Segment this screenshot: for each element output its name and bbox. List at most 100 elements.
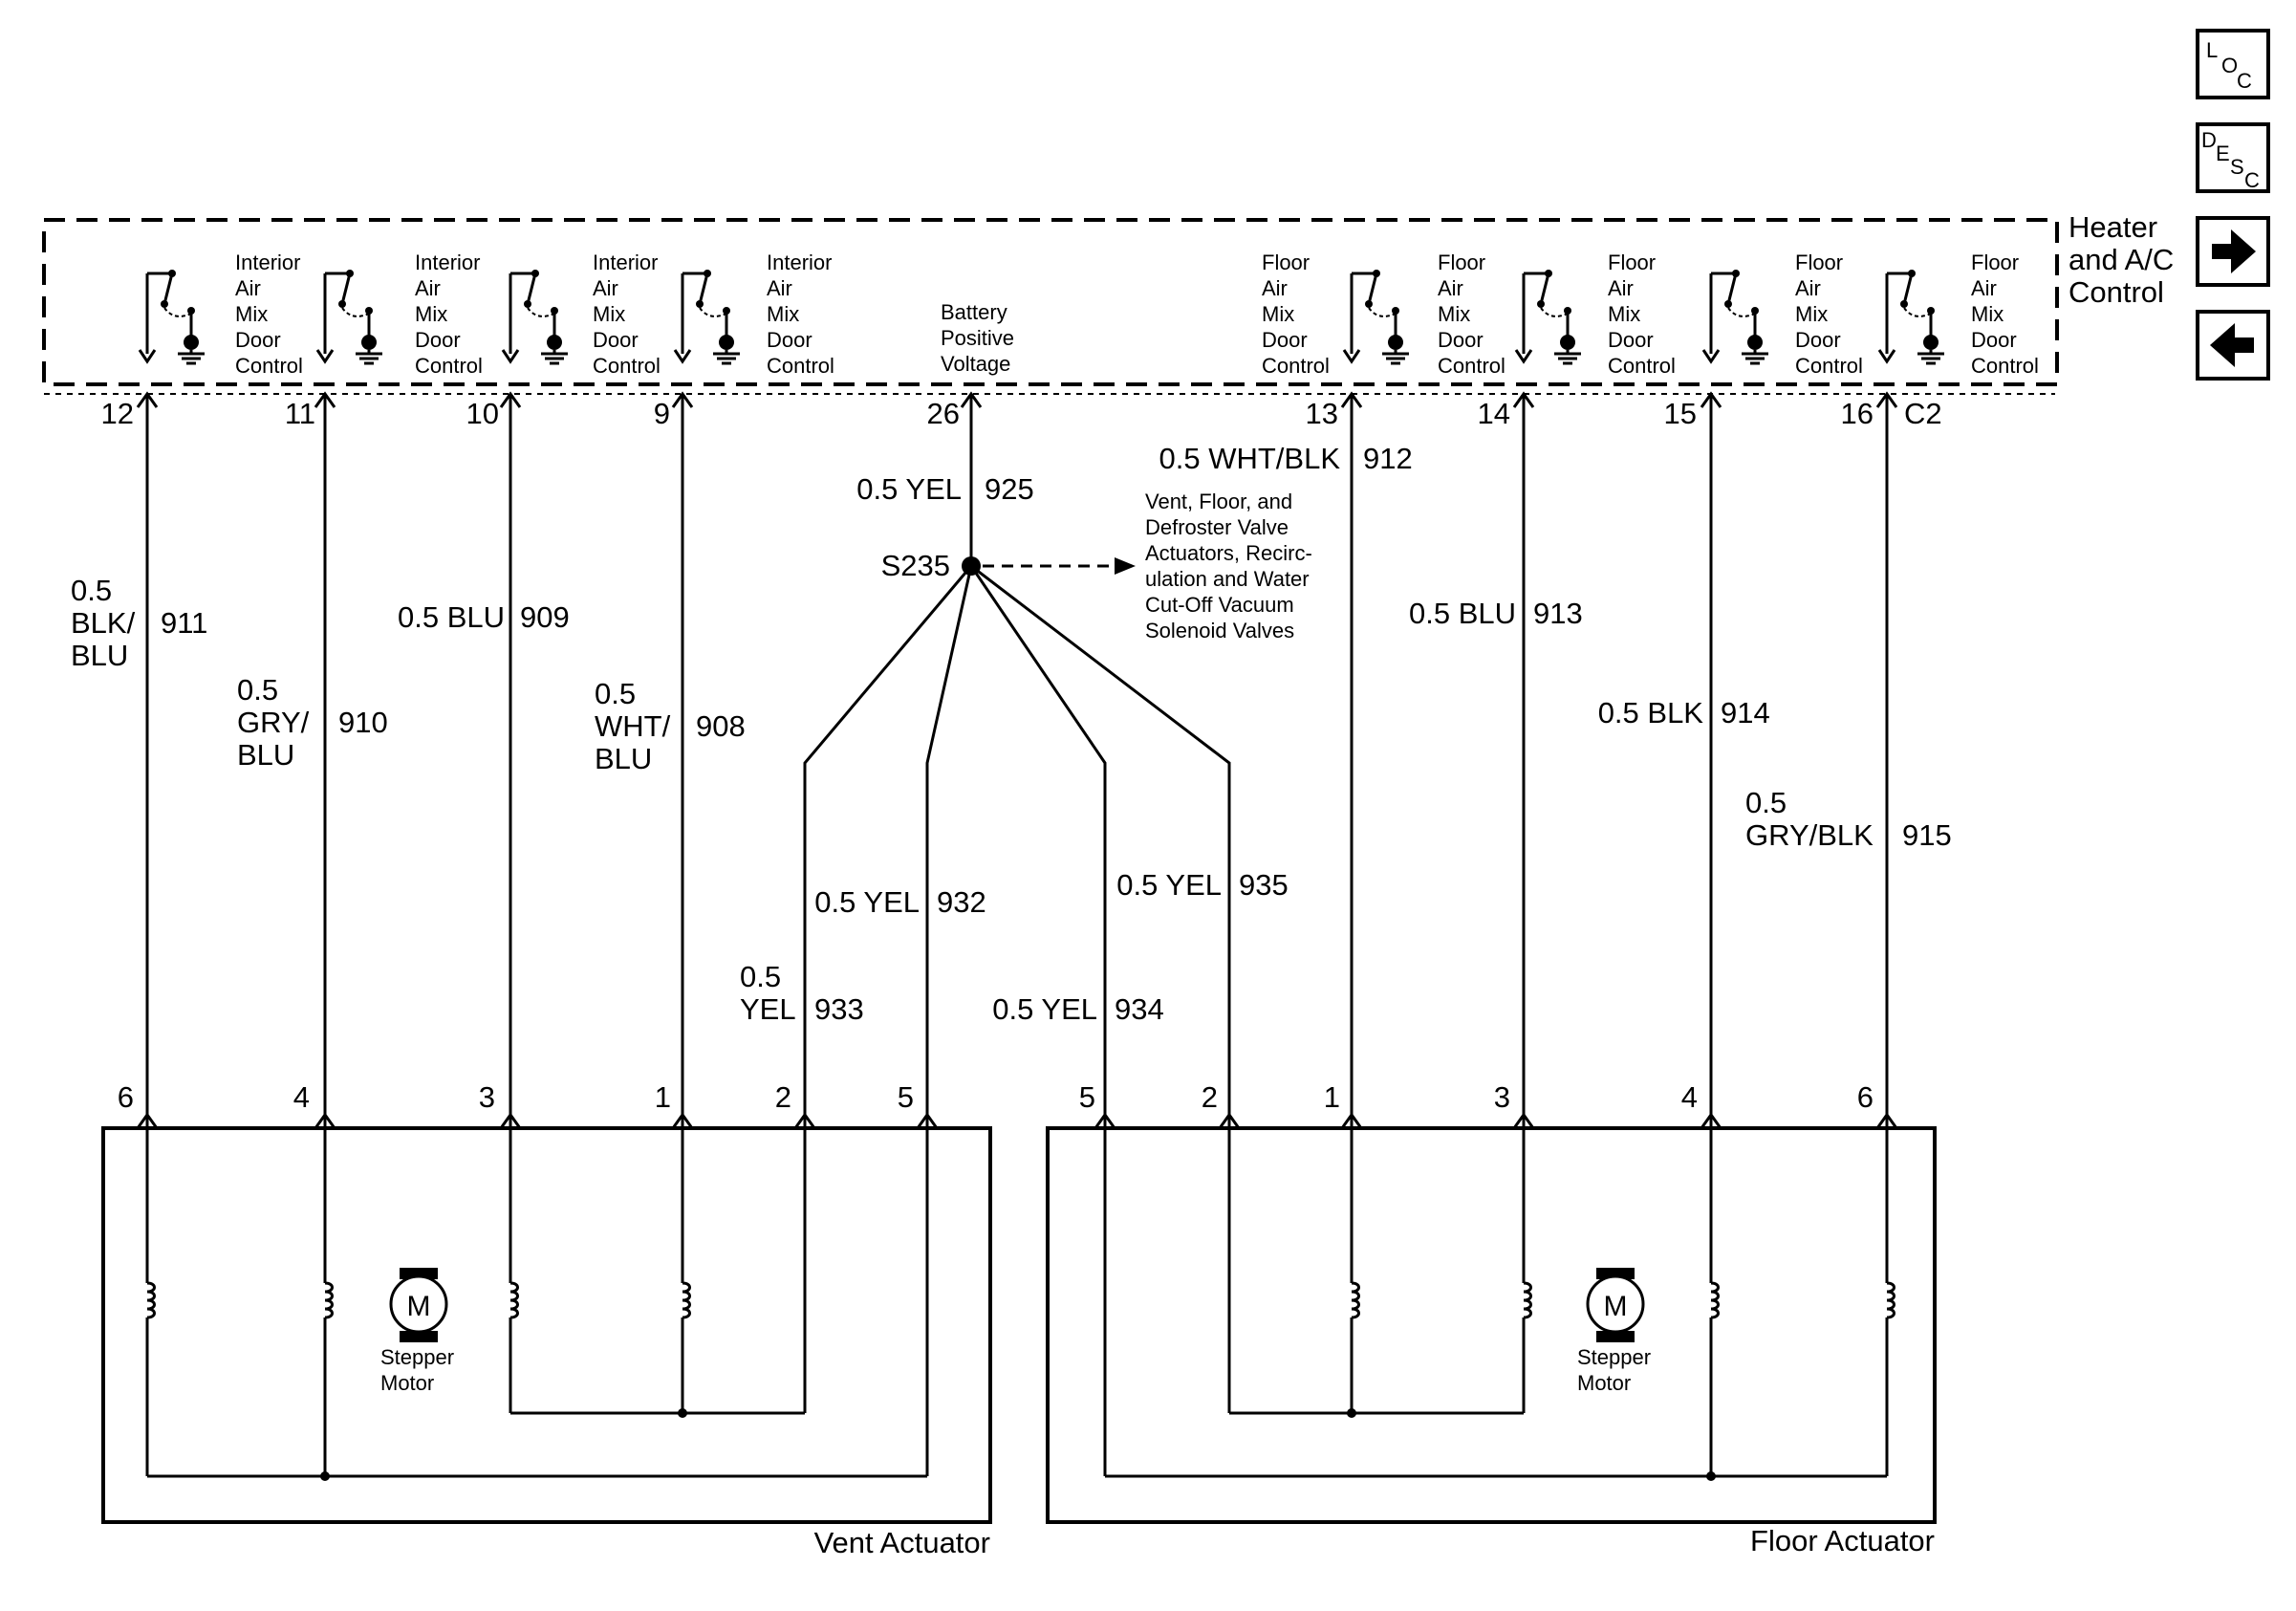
floor-label-2: Floor Air Mix Door Control — [1438, 250, 1505, 378]
svg-text:L: L — [2206, 38, 2218, 62]
prev-page-button[interactable] — [2196, 310, 2270, 381]
svg-text:Mix: Mix — [1971, 302, 2004, 326]
interior-switch-2 — [315, 268, 384, 365]
vent-actuator-box — [101, 1126, 992, 1524]
svg-text:0.5: 0.5 — [1745, 786, 1787, 819]
interior-label-4: Interior Air Mix Door Control — [767, 250, 834, 378]
floor-label-3: Floor Air Mix Door Control — [1608, 250, 1676, 378]
floor-switch-1 — [1342, 268, 1411, 365]
svg-text:Interior: Interior — [235, 250, 300, 274]
svg-text:BLK/: BLK/ — [71, 606, 136, 640]
svg-text:ulation and Water: ulation and Water — [1145, 567, 1310, 591]
svg-text:Air: Air — [415, 276, 441, 300]
module-name-line-3: Control — [2069, 275, 2164, 309]
svg-text:Cut-Off Vacuum: Cut-Off Vacuum — [1145, 593, 1294, 617]
svg-text:Solenoid Valves: Solenoid Valves — [1145, 619, 1294, 642]
floor-pin-1: 1 — [1324, 1080, 1340, 1114]
svg-text:925: 925 — [985, 472, 1034, 506]
floor-pin-5: 5 — [1079, 1080, 1095, 1114]
svg-text:Defroster Valve: Defroster Valve — [1145, 515, 1289, 539]
floor-label-4: Floor Air Mix Door Control — [1795, 250, 1863, 378]
floor-pin-2: 2 — [1202, 1080, 1218, 1114]
floor-stepper-motor-icon: M — [1586, 1268, 1645, 1342]
svg-text:Air: Air — [235, 276, 261, 300]
svg-text:Control: Control — [1795, 354, 1863, 378]
svg-text:910: 910 — [338, 706, 388, 739]
top-pin-15: 15 — [1664, 397, 1697, 430]
floor-pin-3: 3 — [1494, 1080, 1510, 1114]
interior-label-3: Interior Air Mix Door Control — [593, 250, 661, 378]
svg-text:Air: Air — [1795, 276, 1821, 300]
svg-text:Air: Air — [1608, 276, 1634, 300]
left-arrow-icon — [2210, 323, 2254, 367]
interior-switch-1 — [138, 268, 206, 365]
svg-text:0.5 YEL: 0.5 YEL — [1116, 868, 1222, 902]
vertical-wires — [145, 394, 1889, 1128]
vent-pin-4: 4 — [293, 1080, 310, 1114]
svg-text:Door: Door — [767, 328, 812, 352]
svg-text:0.5: 0.5 — [595, 677, 636, 710]
loc-button[interactable]: L O C — [2196, 29, 2270, 99]
svg-text:Interior: Interior — [593, 250, 658, 274]
svg-text:Mix: Mix — [1438, 302, 1470, 326]
vent-stepper-motor-icon: M — [389, 1268, 448, 1342]
floor-actuator-box — [1046, 1126, 1937, 1524]
interior-switch-3 — [501, 268, 570, 365]
svg-text:BLU: BLU — [237, 738, 294, 772]
svg-text:Air: Air — [1438, 276, 1463, 300]
svg-text:Door: Door — [593, 328, 639, 352]
floor-pin-6: 6 — [1857, 1080, 1874, 1114]
svg-text:912: 912 — [1363, 442, 1413, 475]
top-pin-16: 16 — [1841, 397, 1874, 430]
svg-text:0.5 YEL: 0.5 YEL — [856, 472, 962, 506]
interior-label-1: Interior Air Mix Door Control — [235, 250, 303, 378]
svg-text:C: C — [2244, 168, 2260, 192]
svg-text:933: 933 — [814, 992, 864, 1026]
svg-text:Control: Control — [1971, 354, 2039, 378]
svg-text:Floor: Floor — [1438, 250, 1485, 274]
svg-text:0.5 WHT/BLK: 0.5 WHT/BLK — [1159, 442, 1341, 475]
splice-id: S235 — [881, 549, 950, 582]
svg-text:935: 935 — [1239, 868, 1289, 902]
top-connector-marks — [136, 392, 1898, 409]
module-name-line-2: and A/C — [2069, 243, 2174, 276]
svg-text:911: 911 — [161, 606, 207, 640]
vent-actuator-internals — [145, 1128, 929, 1481]
wire-label-915: 0.5 GRY/BLK 915 — [1745, 786, 1952, 852]
svg-text:M: M — [407, 1291, 431, 1322]
svg-text:Positive: Positive — [941, 326, 1014, 350]
vent-motor-label-2: Motor — [380, 1371, 434, 1395]
next-page-button[interactable] — [2196, 216, 2270, 287]
svg-text:Mix: Mix — [1262, 302, 1294, 326]
wire-label-913: 0.5 BLU 913 — [1409, 597, 1583, 630]
svg-text:C: C — [2237, 69, 2252, 93]
wire-label-911: 0.5 BLK/ BLU 911 — [71, 574, 207, 672]
svg-text:WHT/: WHT/ — [595, 709, 671, 743]
desc-button[interactable]: D E S C — [2196, 122, 2270, 193]
vent-pin-2: 2 — [775, 1080, 791, 1114]
wire-label-912: 0.5 WHT/BLK 912 — [1159, 442, 1413, 475]
svg-text:BLU: BLU — [595, 742, 652, 775]
svg-text:0.5: 0.5 — [71, 574, 112, 607]
splice-note: Vent, Floor, and Defroster Valve Actuato… — [1145, 490, 1312, 642]
svg-text:Mix: Mix — [767, 302, 799, 326]
wire-label-932: 0.5 YEL 932 — [814, 885, 986, 919]
wire-label-910: 0.5 GRY/ BLU 910 — [237, 673, 388, 772]
svg-text:Control: Control — [235, 354, 303, 378]
top-pin-9: 9 — [654, 397, 670, 430]
svg-text:GRY/: GRY/ — [237, 706, 310, 739]
svg-text:Battery: Battery — [941, 300, 1007, 324]
svg-text:O: O — [2221, 54, 2238, 77]
svg-text:Mix: Mix — [593, 302, 625, 326]
wire-label-935: 0.5 YEL 935 — [1116, 868, 1288, 902]
svg-text:Floor: Floor — [1795, 250, 1843, 274]
svg-text:Voltage: Voltage — [941, 352, 1010, 376]
splice-branches — [803, 564, 1231, 1128]
svg-text:0.5: 0.5 — [237, 673, 278, 707]
svg-text:932: 932 — [937, 885, 986, 919]
svg-text:Door: Door — [1262, 328, 1308, 352]
svg-text:Air: Air — [593, 276, 618, 300]
floor-motor-label-1: Stepper — [1577, 1345, 1651, 1369]
floor-label-5: Floor Air Mix Door Control — [1971, 250, 2039, 378]
svg-text:E: E — [2216, 142, 2230, 165]
